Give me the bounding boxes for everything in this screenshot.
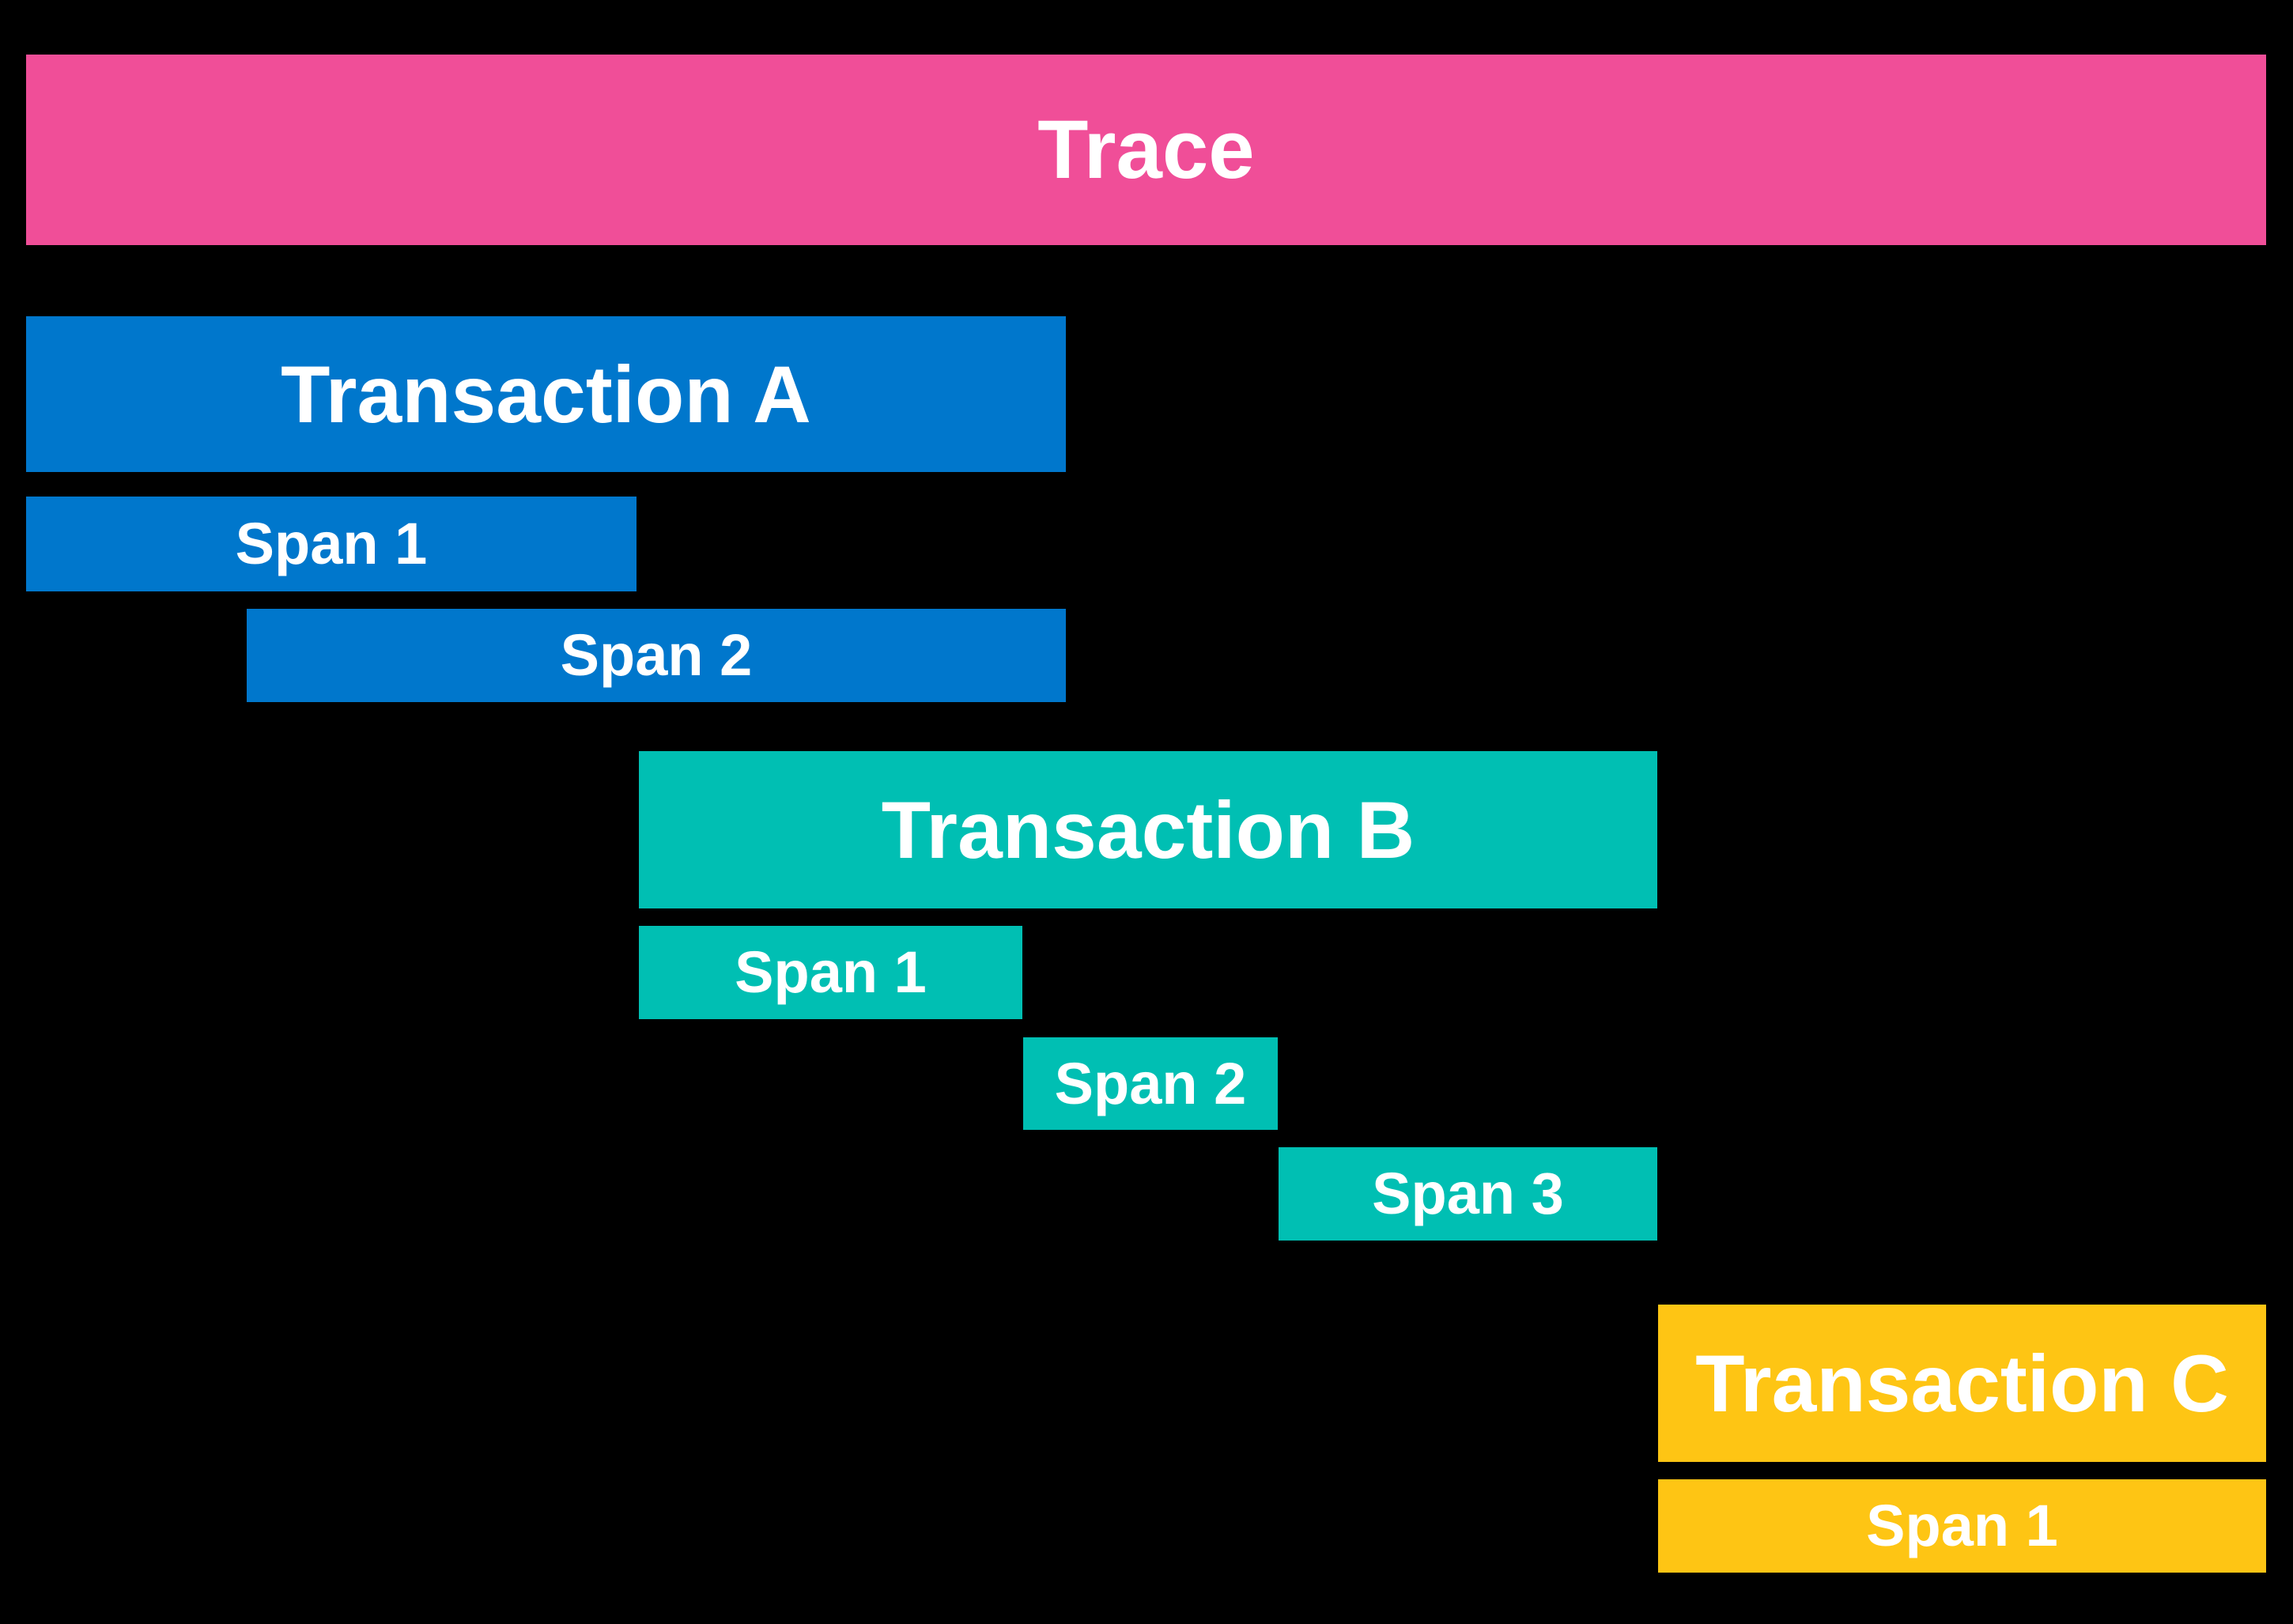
transaction-c-label: Transaction C	[1695, 1338, 2229, 1429]
trace-bar: Trace	[26, 55, 2266, 245]
transaction-c-span-1-bar: Span 1	[1658, 1479, 2266, 1573]
transaction-b-span-3-bar: Span 3	[1279, 1147, 1657, 1241]
transaction-b-bar: Transaction B	[639, 751, 1657, 908]
transaction-a-span-1-bar: Span 1	[26, 497, 637, 591]
transaction-c-bar: Transaction C	[1658, 1305, 2266, 1462]
trace-label: Trace	[1037, 104, 1255, 196]
transaction-b-span-3-label: Span 3	[1372, 1161, 1564, 1226]
transaction-a-bar: Transaction A	[26, 316, 1066, 472]
transaction-b-span-2-label: Span 2	[1054, 1050, 1247, 1116]
transaction-a-span-2-bar: Span 2	[247, 609, 1066, 702]
transaction-a-span-2-label: Span 2	[560, 622, 753, 688]
transaction-b-span-1-label: Span 1	[735, 939, 927, 1005]
transaction-b-label: Transaction B	[881, 784, 1415, 875]
transaction-b-span-1-bar: Span 1	[639, 926, 1022, 1019]
transaction-c-span-1-label: Span 1	[1866, 1493, 2058, 1558]
transaction-b-span-2-bar: Span 2	[1023, 1037, 1278, 1130]
transaction-a-label: Transaction A	[281, 349, 811, 440]
transaction-a-span-1-label: Span 1	[235, 511, 428, 576]
